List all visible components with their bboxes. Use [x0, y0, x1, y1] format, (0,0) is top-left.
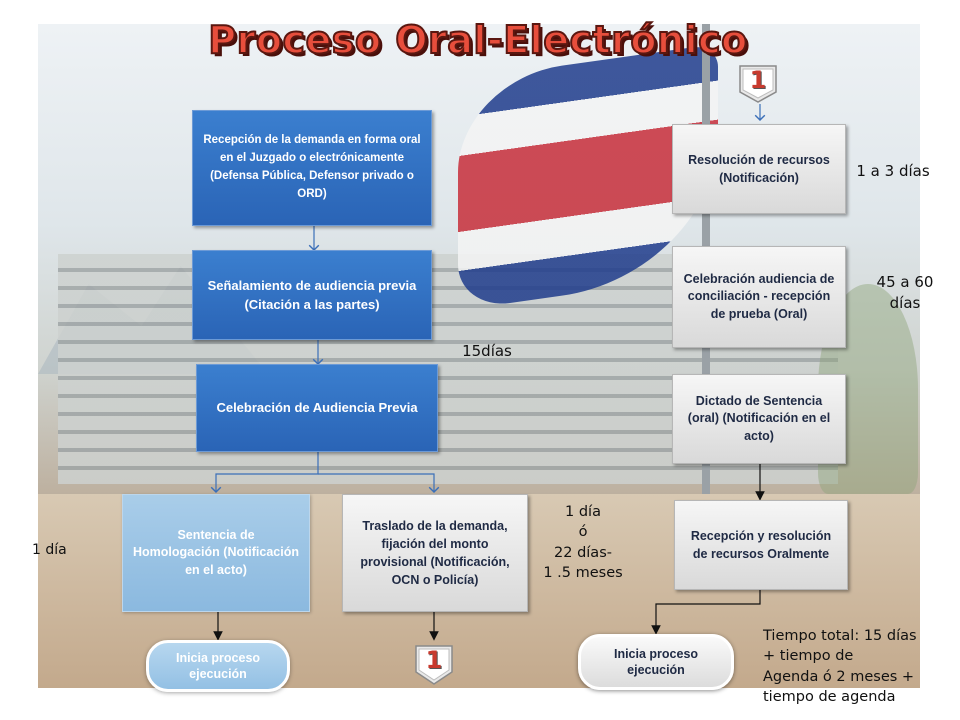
connector-1-top: [739, 65, 777, 103]
time-45-a-60-dias: 45 a 60 días: [860, 272, 950, 314]
step-celebracion-audiencia-previa: Celebración de Audiencia Previa: [196, 364, 438, 452]
step-inicia-ejecucion-left: Inicia proceso ejecución: [146, 640, 290, 692]
step-senalamiento-audiencia: Señalamiento de audiencia previa (Citaci…: [192, 250, 432, 340]
step-resolucion-recursos: Resolución de recursos (Notificación): [672, 124, 846, 214]
time-total-line3: Agenda ó 2 meses +: [763, 668, 915, 685]
step-recepcion-resolucion-recursos: Recepción y resolución de recursos Oralm…: [674, 500, 848, 590]
arrow-branch-traslado: [318, 473, 440, 494]
step-inicia-ejecucion-right: Inicia proceso ejecución: [578, 634, 734, 690]
time-total-line2: + tiempo de: [763, 648, 854, 665]
time-traslado-line4: 1 .5 meses: [543, 564, 623, 581]
step-traslado-demanda: Traslado de la demanda, fijación del mon…: [342, 494, 528, 612]
time-45-a-60-line2: días: [889, 294, 921, 312]
time-1-a-3-dias: 1 a 3 días: [856, 162, 930, 180]
time-total-line1: Tiempo total: 15 días: [763, 628, 917, 644]
time-45-a-60-line1: 45 a 60: [876, 273, 934, 291]
step-dictado-sentencia: Dictado de Sentencia (oral) (Notificació…: [672, 374, 846, 464]
step-recepcion-demanda: Recepción de la demanda en forma oral en…: [192, 110, 432, 226]
connector-1-top-label: 1: [749, 66, 767, 94]
connector-1-bottom-label: 1: [425, 646, 443, 674]
step-sentencia-homologacion: Sentencia de Homologación (Notificación …: [122, 494, 310, 612]
step-audiencia-conciliacion: Celebración audiencia de conciliación - …: [672, 246, 846, 348]
arrow-recepcion-inicia-right: [651, 590, 761, 635]
arrow-branch-homologacion: [210, 452, 319, 494]
time-15-dias: 15días: [462, 342, 512, 360]
connector-1-bottom: [415, 645, 453, 685]
time-traslado-line2: ó: [578, 524, 588, 541]
time-1-dia-left: 1 día: [32, 542, 67, 558]
time-total-line4: tiempo de agenda: [763, 688, 896, 705]
time-traslado-line3: 22 días-: [554, 544, 612, 561]
slide-title: Proceso Oral-Electrónico: [207, 17, 748, 63]
time-traslado: 1 día ó 22 días- 1 .5 meses: [528, 502, 638, 583]
time-total-note: Tiempo total: 15 días + tiempo de Agenda…: [763, 626, 953, 707]
time-traslado-line1: 1 día: [565, 504, 601, 520]
